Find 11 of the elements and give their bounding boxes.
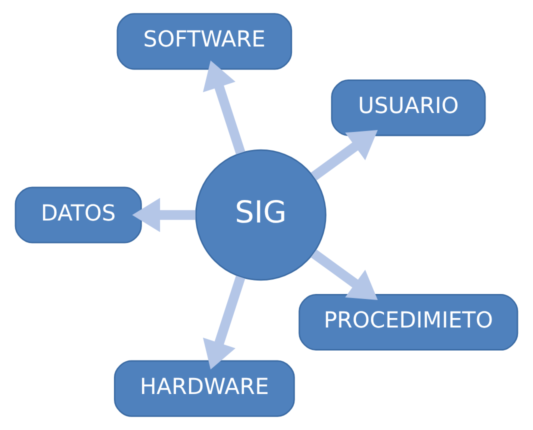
node-box: HARDWARE	[114, 360, 295, 417]
arrow	[202, 60, 246, 154]
node-box: USUARIO	[331, 79, 486, 136]
node-box: DATOS	[14, 186, 142, 244]
arrow	[132, 198, 196, 232]
node-box: PROCEDIMIETO	[298, 294, 518, 351]
node-box: SOFTWARE	[116, 13, 292, 70]
arrow	[202, 276, 246, 370]
arrow	[310, 130, 378, 180]
node-circle: SIG	[195, 149, 326, 281]
arrow	[310, 250, 378, 300]
